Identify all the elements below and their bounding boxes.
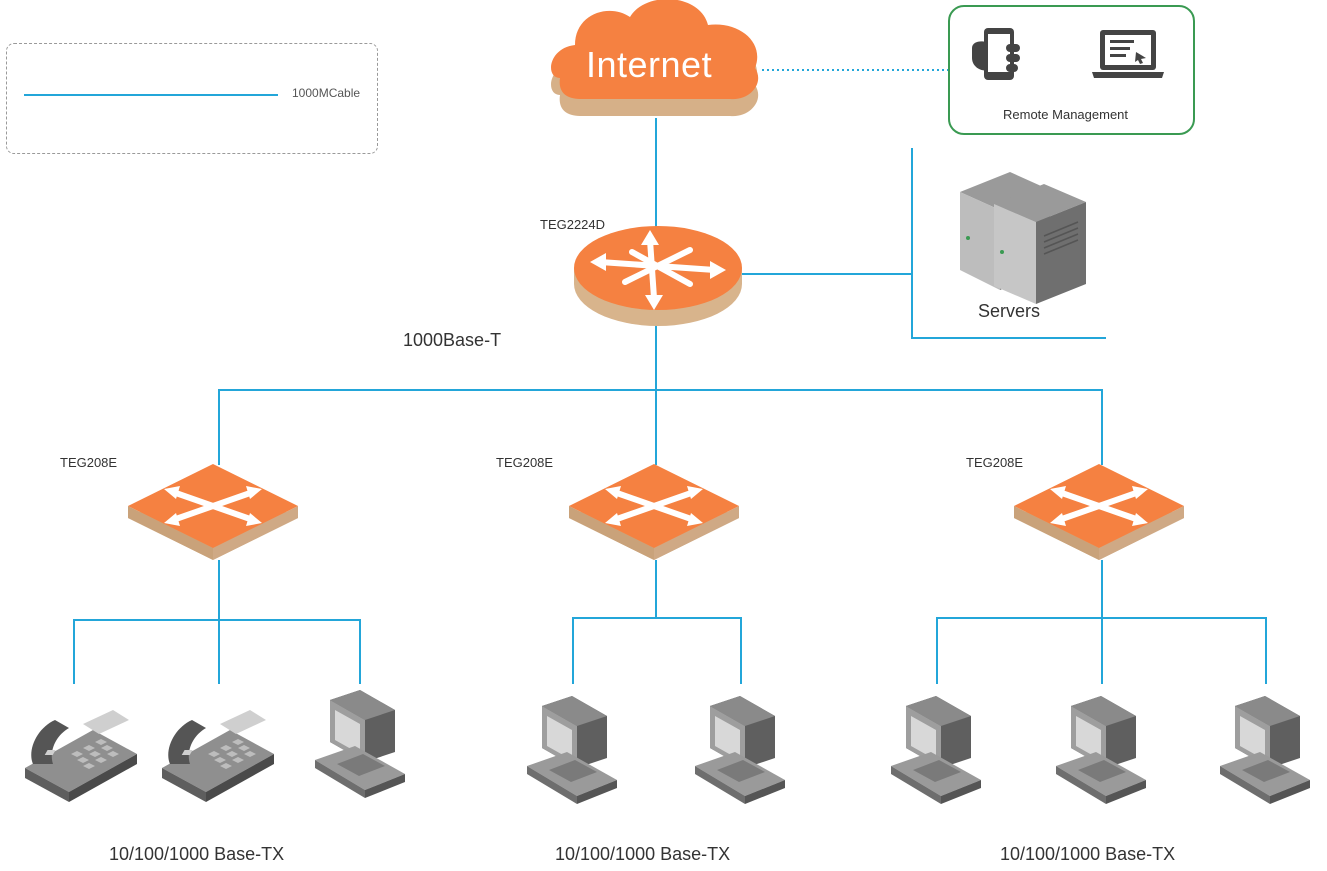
- cables: [73, 118, 1267, 684]
- computer-2: [527, 696, 617, 804]
- access-switch-2: [569, 464, 739, 560]
- endpoint-group-3-label: 10/100/1000 Base-TX: [1000, 844, 1176, 864]
- computer-6: [1220, 696, 1310, 804]
- computer-4: [891, 696, 981, 804]
- laptop-icon: [1092, 30, 1164, 78]
- legend: 1000MCable: [6, 43, 378, 154]
- ip-phone-1: [25, 710, 137, 802]
- cable-distribution-bus: [218, 389, 1103, 465]
- access-switch-3-label: TEG208E: [966, 455, 1024, 470]
- legend-cable-label: 1000MCable: [292, 86, 361, 100]
- legend-cable-line: [24, 94, 278, 96]
- access-switch-1-label: TEG208E: [60, 455, 118, 470]
- internet-label: Internet: [586, 44, 713, 85]
- computer-3: [695, 696, 785, 804]
- access-switch-2-label: TEG208E: [496, 455, 554, 470]
- computer-1: [315, 690, 405, 798]
- remote-management-label: Remote Management: [1003, 107, 1129, 122]
- servers-icon: [960, 172, 1086, 304]
- core-link-label: 1000Base-T: [403, 330, 502, 350]
- cable-server-bus: [911, 148, 1106, 339]
- access-switch-1: [128, 464, 298, 560]
- access-switch-3: [1014, 464, 1184, 560]
- servers-label: Servers: [978, 301, 1041, 321]
- endpoint-group-2-label: 10/100/1000 Base-TX: [555, 844, 731, 864]
- internet-cloud: [551, 0, 759, 117]
- core-switch-label: TEG2224D: [540, 217, 606, 232]
- endpoint-group-1-label: 10/100/1000 Base-TX: [109, 844, 285, 864]
- mobile-phone-icon: [972, 28, 1020, 80]
- ip-phone-2: [162, 710, 274, 802]
- core-switch-teg2224d: [574, 226, 742, 326]
- computer-5: [1056, 696, 1146, 804]
